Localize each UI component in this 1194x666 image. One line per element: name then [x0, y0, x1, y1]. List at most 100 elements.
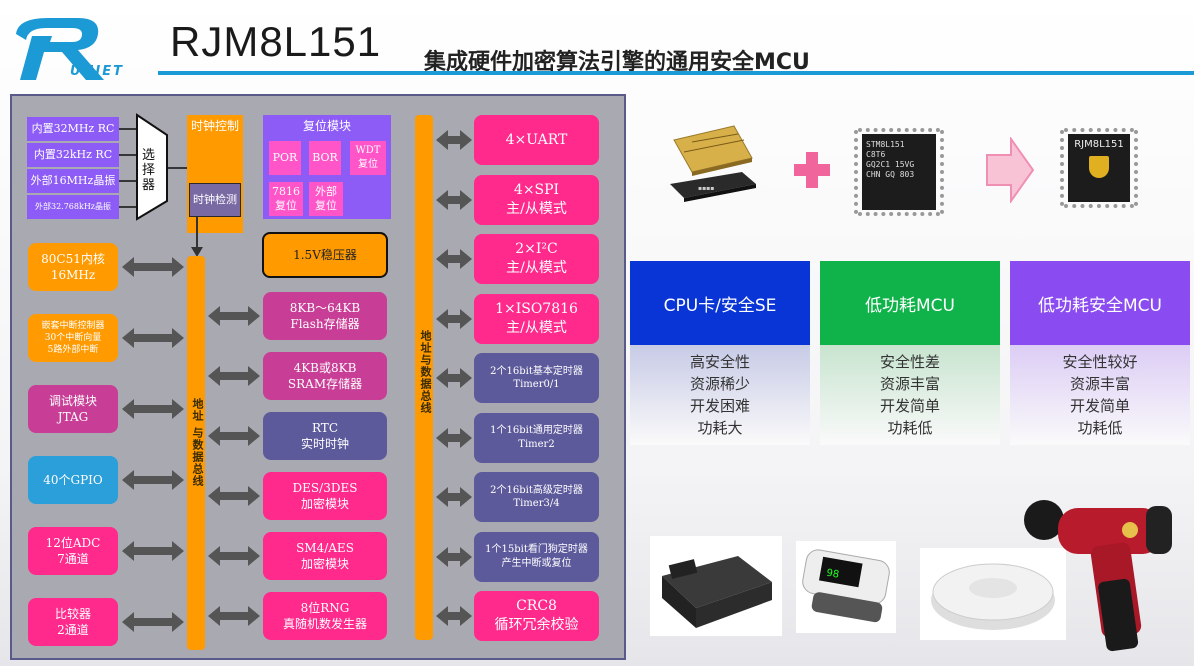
bus-arrow: [208, 605, 260, 631]
feature-item: 高安全性: [689, 353, 750, 371]
bus-arrow: [122, 256, 184, 282]
reset-item: POR: [269, 141, 301, 175]
bus-arrow: [122, 540, 184, 566]
reset-item: 外部复位: [309, 182, 343, 216]
chip-marking: C8T6: [866, 150, 886, 159]
feature-item: 资源丰富: [1069, 375, 1130, 393]
svg-text:▪▪▪▪: ▪▪▪▪: [698, 185, 714, 192]
logo-text: UNJET: [70, 64, 125, 79]
left-bus: [187, 256, 205, 650]
hardware-block: 40个GPIO: [28, 456, 118, 504]
feature-item: 功耗低: [1077, 419, 1123, 437]
svg-text:98: 98: [825, 568, 839, 581]
clock-detect: 时钟检测: [189, 183, 241, 217]
comparison-features: 安全性差 资源丰富 开发简单 功耗低: [820, 345, 1000, 445]
stm-chip-icon: STM8L151 C8T6 GQ2C1 15VG CHN GQ 803: [854, 128, 944, 216]
left-bus-label: 地址 与数据总线: [191, 398, 204, 487]
hardware-block: CRC8 循环冗余校验: [474, 591, 599, 641]
comparison-header: CPU卡/安全SE: [630, 261, 810, 345]
oximeter-image: 98: [796, 541, 896, 633]
clock-source: 外部16MHz晶振: [27, 169, 119, 193]
comparison-features: 安全性较好 资源丰富 开发简单 功耗低: [1010, 345, 1190, 445]
bus-arrow: [208, 425, 260, 451]
bus-arrow: [208, 365, 260, 391]
bus-arrow: [208, 485, 260, 511]
voltage-regulator: 1.5V稳压器: [262, 232, 388, 278]
clock-source: 外部32.768kHz晶振: [27, 195, 119, 219]
hardware-block: SM4/AES 加密模块: [263, 532, 387, 580]
right-bus: [415, 115, 433, 640]
feature-item: 资源稀少: [689, 375, 750, 393]
hardware-block: 8KB～64KB Flash存储器: [263, 292, 387, 340]
bus-arrow: [436, 248, 472, 274]
reset-item: 7816复位: [269, 182, 303, 216]
hardware-block: 调试模块 JTAG: [28, 385, 118, 433]
feature-item: 安全性较好: [1062, 353, 1138, 371]
chip-marking: STM8L151: [866, 140, 905, 149]
hardware-block: 80C51内核 16MHz: [28, 243, 118, 291]
feature-item: 开发简单: [879, 397, 940, 415]
bus-arrow: [122, 327, 184, 353]
bus-arrow: [208, 545, 260, 571]
bus-arrow: [436, 486, 472, 512]
chip-marking: GQ2C1 15VG: [866, 160, 915, 169]
smoke-detector-image: [920, 548, 1066, 640]
hardware-block: 4×UART: [474, 115, 599, 165]
bus-arrow: [436, 605, 472, 631]
comparison-features: 高安全性 资源稀少 开发困难 功耗大: [630, 345, 810, 445]
comparison-title: 低功耗安全MCU: [1038, 295, 1162, 316]
feature-item: 开发简单: [1069, 397, 1130, 415]
bus-arrow: [436, 189, 472, 215]
selector-label: 选择器: [142, 148, 156, 193]
clock-source: 内置32kHz RC: [27, 143, 119, 167]
comparison-title: 低功耗MCU: [865, 295, 955, 316]
hardware-block: 12位ADC 7通道: [28, 527, 118, 575]
massage-gun-image: [1018, 484, 1190, 654]
clock-down-arrow: [191, 217, 203, 257]
bus-arrow: [122, 611, 184, 637]
bus-arrow: [208, 305, 260, 331]
clock-control-label: 时钟控制: [190, 119, 239, 133]
comparison-header: 低功耗安全MCU: [1010, 261, 1190, 345]
hardware-block: 嵌套中断控制器 30个中断向量 5路外部中断: [28, 314, 118, 362]
reset-item: BOR: [309, 141, 341, 175]
feature-item: 资源丰富: [879, 375, 940, 393]
right-bus-label: 地址与数据总线: [419, 330, 432, 414]
hardware-block: RTC 实时时钟: [263, 412, 387, 460]
shield-icon: [1089, 156, 1109, 178]
bus-arrow: [122, 469, 184, 495]
selector-mux: [119, 113, 187, 221]
bus-arrow: [436, 367, 472, 393]
feature-item: 安全性差: [879, 353, 940, 371]
obd-device-image: [650, 536, 782, 636]
hardware-block: 4KB或8KB SRAM存储器: [263, 352, 387, 400]
title-underline: [158, 71, 1194, 75]
reset-item: WDT复位: [350, 141, 386, 175]
clock-source-list: 内置32MHz RC 内置32kHz RC 外部16MHz晶振 外部32.768…: [27, 117, 119, 219]
feature-item: 功耗大: [697, 419, 743, 437]
clock-source: 内置32MHz RC: [27, 117, 119, 141]
chip-label: RJM8L151: [1074, 139, 1124, 150]
page-title: RJM8L151: [170, 18, 382, 65]
company-logo: UNJET: [8, 6, 158, 86]
hardware-block: 4×SPI 主/从模式: [474, 174, 599, 225]
hardware-block: 8位RNG 真随机数发生器: [263, 592, 387, 640]
hardware-block: 2个16bit基本定时器 Timer0/1: [474, 353, 599, 403]
bus-arrow: [436, 308, 472, 334]
plus-icon: [794, 152, 830, 188]
hardware-block: 1个16bit通用定时器 Timer2: [474, 412, 599, 463]
hardware-block: 比较器 2通道: [28, 598, 118, 646]
hardware-block: DES/3DES 加密模块: [263, 472, 387, 520]
comparison-title: CPU卡/安全SE: [663, 295, 777, 316]
reset-title: 复位模块: [302, 119, 351, 133]
feature-item: 开发困难: [689, 397, 750, 415]
bus-arrow: [436, 546, 472, 572]
bus-arrow: [436, 427, 472, 453]
right-arrow-icon: [986, 137, 1035, 203]
rjm-chip-icon: RJM8L151: [1060, 128, 1138, 208]
chip-marking: CHN GQ 803: [866, 170, 915, 179]
page-subtitle: 集成硬件加密算法引擎的通用安全MCU: [424, 50, 810, 75]
hardware-block: 1个15bit看门狗定时器 产生中断或复位: [474, 531, 599, 582]
comparison-header: 低功耗MCU: [820, 261, 1000, 345]
hardware-block: 2个16bit高级定时器 Timer3/4: [474, 472, 599, 522]
